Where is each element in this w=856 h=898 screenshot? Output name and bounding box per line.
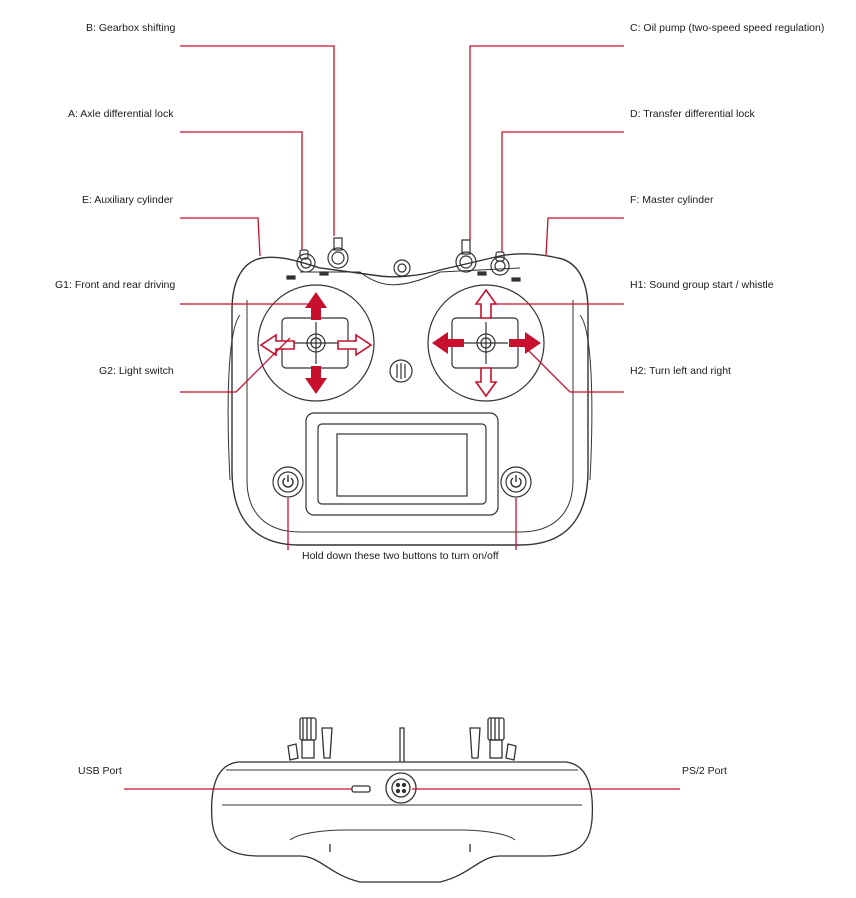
label-h2-turn: H2: Turn left and right [630,365,731,377]
center-wheel[interactable] [389,359,413,383]
right-stick-arrows [432,288,541,398]
controller-top-outline [210,761,594,883]
top-view-right-switches[interactable] [469,717,517,761]
top-view-left-switches[interactable] [287,717,333,761]
left-stick-arrows [259,292,373,394]
leader-lines [180,45,624,550]
power-icon [282,475,294,488]
toggle-d[interactable] [490,251,510,276]
center-knob[interactable] [393,259,411,277]
arrow-right-icon [337,333,373,357]
arrow-down-icon [305,366,327,394]
arrow-left-icon [259,333,295,357]
label-b-gearbox: B: Gearbox shifting [86,22,176,34]
label-usb-port: USB Port [78,765,122,777]
label-h1-sound: H1: Sound group start / whistle [630,279,774,291]
power-button-right[interactable] [500,466,532,498]
controller-front-view [227,253,593,546]
toggle-c[interactable] [455,239,477,273]
toggle-a[interactable] [296,249,316,273]
label-ps2-port: PS/2 Port [682,765,727,777]
usb-port[interactable] [351,785,371,793]
ps2-port[interactable] [385,772,417,804]
label-e-aux-cylinder: E: Auxiliary cylinder [82,194,174,206]
power-button-left[interactable] [272,466,304,498]
label-power-note: Hold down these two buttons to turn on/o… [302,550,499,562]
controller-body-outline [231,253,589,546]
label-c-oil-pump: C: Oil pump (two-speed speed regulation) [630,22,825,34]
label-a-axle: A: Axle differential lock [68,108,174,120]
controller-top-view [210,717,594,883]
power-icon [510,475,522,488]
toggle-b[interactable] [327,237,349,269]
arrow-left-icon [432,332,464,354]
lcd-screen [305,412,499,516]
arrow-up-icon [305,292,327,320]
arrow-down-icon [474,367,498,398]
arrow-right-icon [509,332,541,354]
label-f-master: F: Master cylinder [630,194,714,206]
label-d-transfer: D: Transfer differential lock [630,108,755,120]
label-g2-light: G2: Light switch [99,365,174,377]
toggle-switches [286,237,521,282]
label-g1-driving: G1: Front and rear driving [55,279,176,291]
